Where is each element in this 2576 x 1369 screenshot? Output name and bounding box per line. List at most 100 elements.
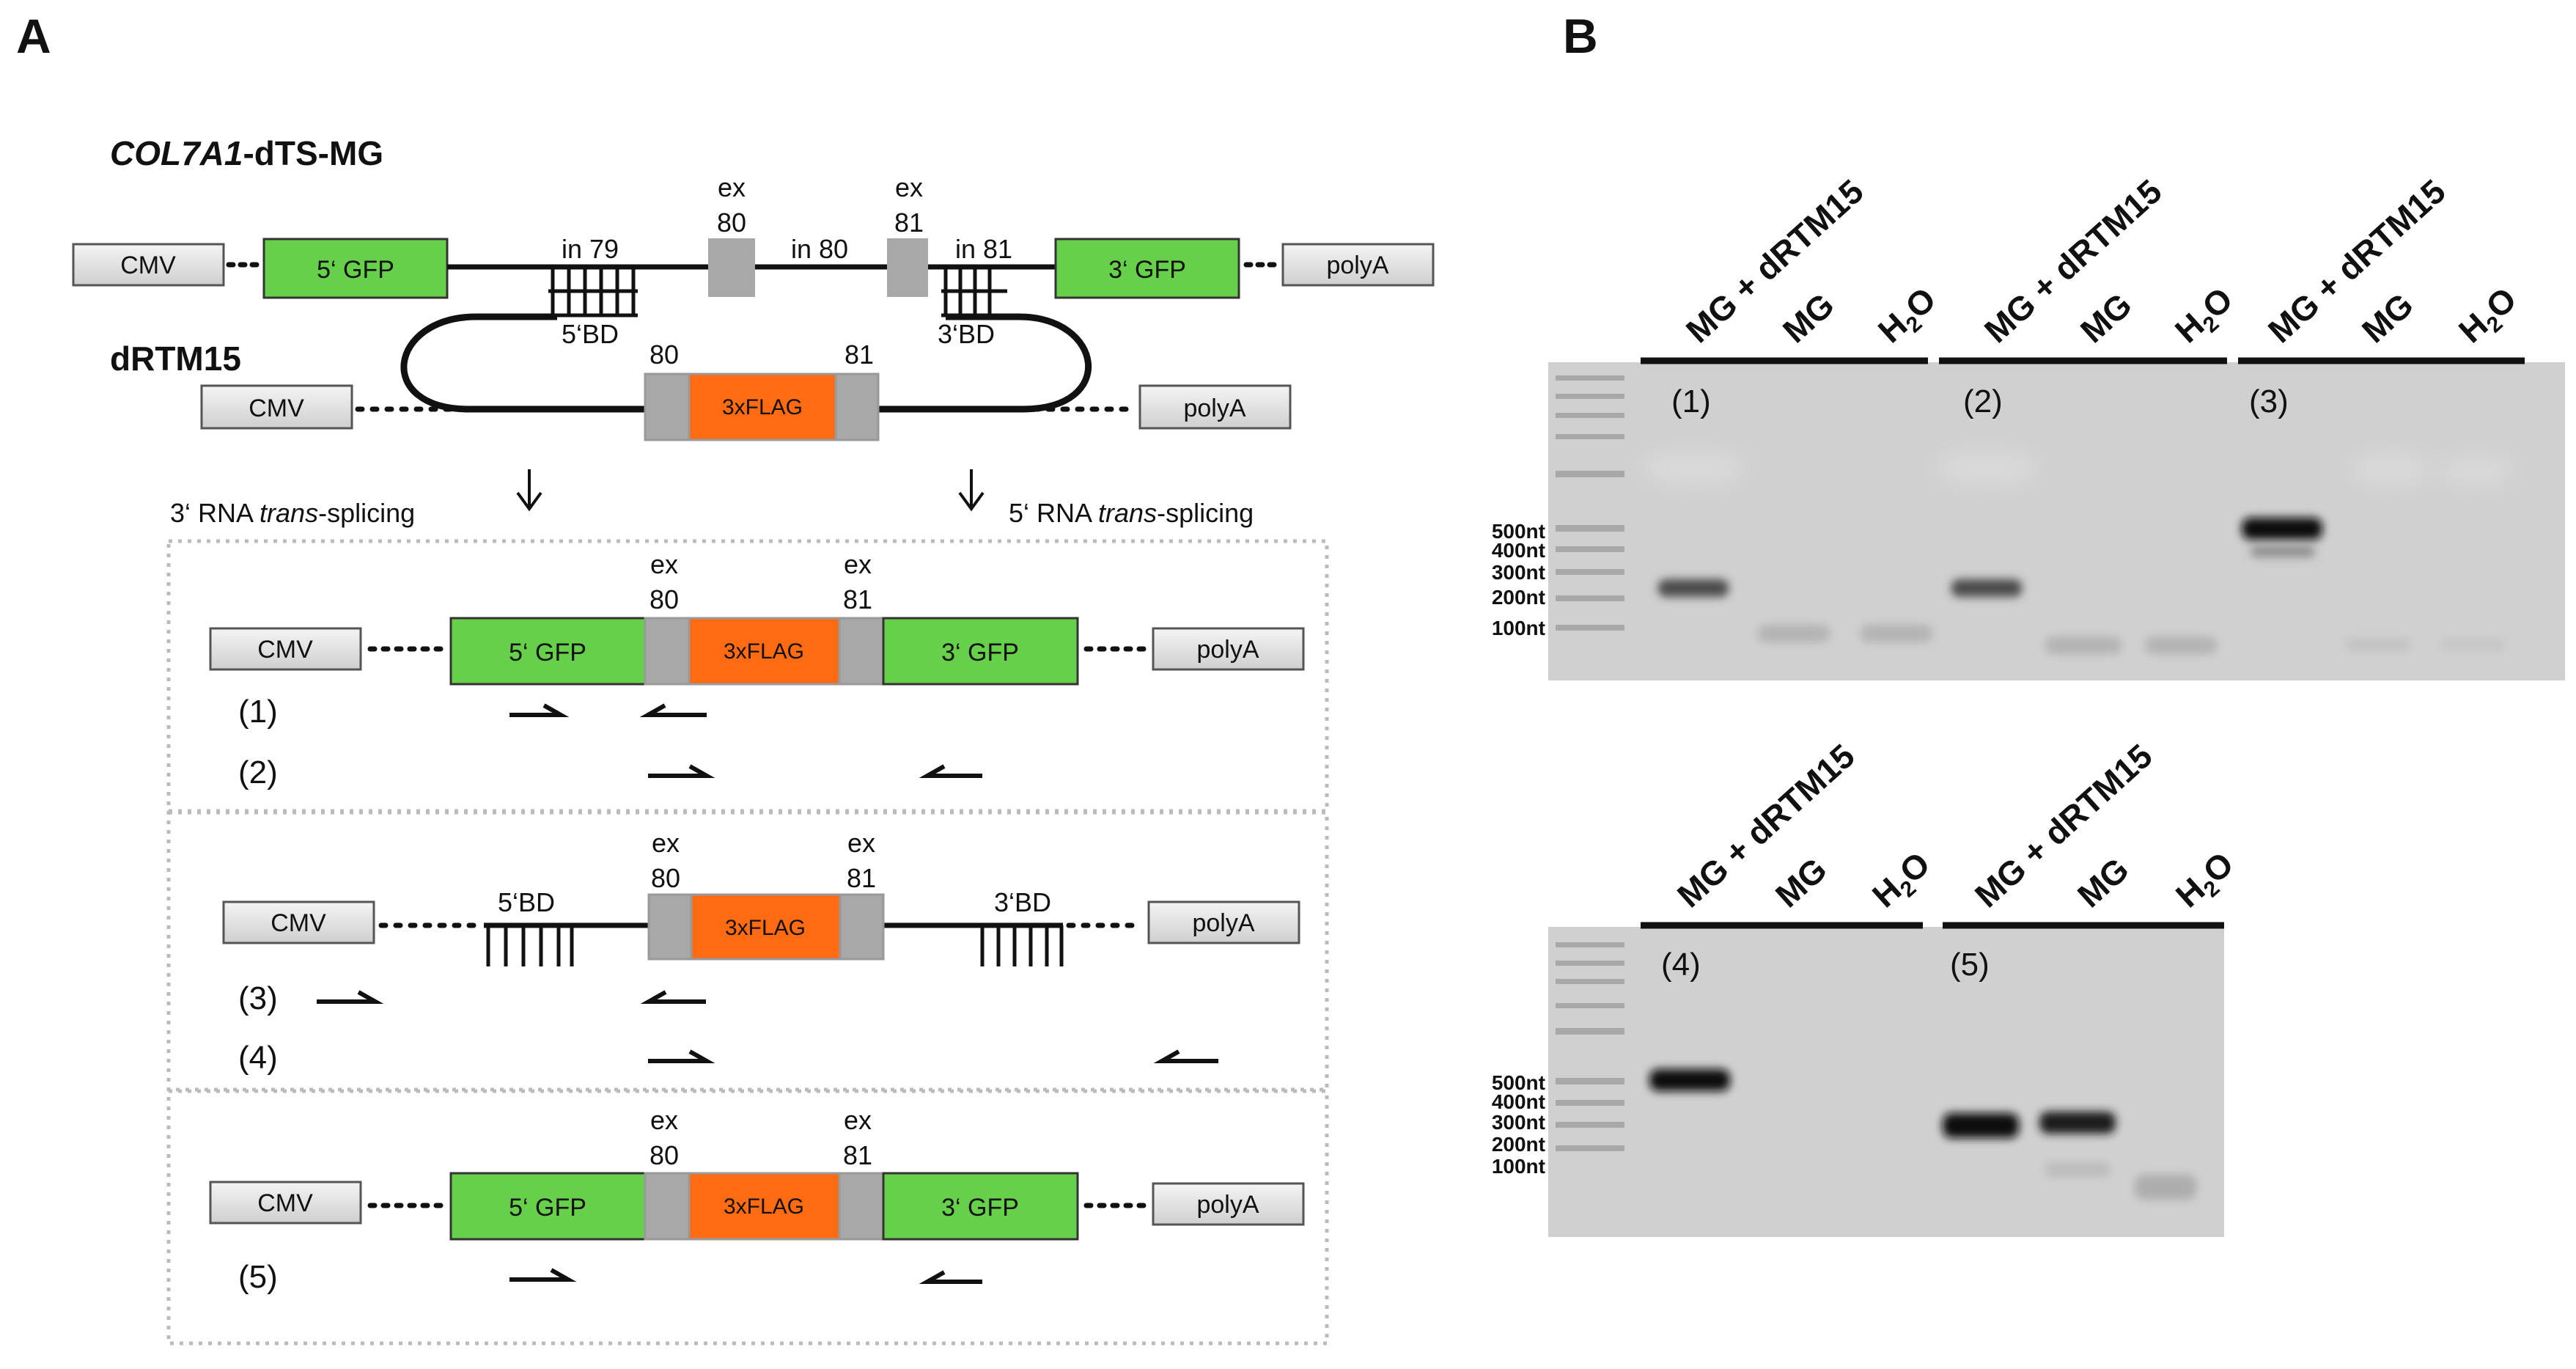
- gel-band-lane6-dimer: [2135, 1175, 2196, 1200]
- cmv-label: CMV: [271, 909, 326, 937]
- bd5-label: 5‘BD: [562, 319, 619, 349]
- polya-box: [1152, 627, 1305, 671]
- product-frames: [166, 539, 1329, 1346]
- exon80-box: [644, 1172, 691, 1241]
- gfp3-label: 3‘ GFP: [941, 639, 1019, 667]
- lane-label-mix: MG + dRTM15: [1679, 172, 1871, 350]
- splicing-left-label: 3‘ RNA trans-splicing: [170, 498, 415, 528]
- primer-dimer-bands: [1758, 625, 2506, 654]
- flag-box: [688, 617, 841, 686]
- primer-reverse: [1153, 1049, 1218, 1063]
- svg-text:200nt: 200nt: [1492, 1133, 1545, 1156]
- gel-top-image: [1548, 362, 2565, 680]
- down-arrow: [958, 469, 985, 512]
- rtm-exon80-number: 80: [649, 340, 679, 370]
- polya-box: [1281, 243, 1435, 287]
- primer-reverse: [640, 990, 706, 1004]
- polya-box: [1147, 900, 1300, 944]
- svg-text:300nt: 300nt: [1492, 1111, 1545, 1134]
- ex-label: ex: [650, 1105, 678, 1135]
- exon81-box: [838, 1172, 885, 1241]
- gel-bottom: (4) (5) 500nt 400nt 300nt 200nt 100nt MG…: [1492, 736, 2244, 1237]
- flag-label: 3xFLAG: [725, 916, 806, 940]
- rtm-loop: [400, 313, 557, 413]
- product-row-1: CMV 5‘ GFP 3xFLAG 3‘ GFP polyA ex 80 ex …: [209, 549, 1305, 790]
- intron79-label: in 79: [562, 234, 619, 264]
- lane-label-h2o: H2O: [1871, 279, 1946, 353]
- primer-pair-label-1: (1): [238, 694, 278, 730]
- ex-label: ex: [844, 1105, 872, 1135]
- exon81-number: 81: [847, 863, 876, 893]
- rtm-loop: [946, 313, 1092, 413]
- binding-domain-3: [980, 925, 1064, 966]
- ladder-bottom: [1556, 942, 1624, 1151]
- lane-label-mix: MG + dRTM15: [1968, 736, 2160, 914]
- svg-text:500nt: 500nt: [1492, 1071, 1545, 1094]
- intron81-label: in 81: [955, 234, 1012, 264]
- product-row-2: CMV 5‘BD 3‘BD 3xFLAG ex 80 ex 81 polyA (…: [222, 828, 1300, 1076]
- primer-pair-label-3: (3): [238, 980, 278, 1016]
- construct-title-gene: COL7A1: [110, 134, 243, 172]
- exon80-box: [644, 617, 691, 686]
- primer-forward: [317, 990, 384, 1004]
- primer-reverse: [919, 1270, 982, 1284]
- product-row-3: CMV 5‘ GFP 3xFLAG 3‘ GFP polyA ex 80 ex …: [209, 1105, 1305, 1295]
- rtm-exon81-number: 81: [844, 340, 874, 370]
- construct-title: COL7A1-dTS-MG: [110, 134, 383, 172]
- gel-band-lane1-product: [1649, 1069, 1730, 1091]
- size-markers-bottom: 500nt 400nt 300nt 200nt 100nt: [1492, 1071, 1545, 1178]
- gfp5-label: 5‘ GFP: [509, 639, 586, 667]
- construct-row: CMV 5‘ GFP 3‘ GFP polyA in 79 in 80 in 8…: [72, 172, 1435, 349]
- primer-forward: [648, 764, 715, 778]
- rtm-row: CMV 3xFLAG 80 81 polyA: [200, 313, 1292, 441]
- splicing-right-label: 5‘ RNA trans-splicing: [1009, 498, 1254, 528]
- primer-pair-label-5: (5): [238, 1259, 278, 1295]
- svg-text:200nt: 200nt: [1492, 586, 1545, 609]
- gfp5-label: 5‘ GFP: [509, 1194, 586, 1222]
- svg-text:300nt: 300nt: [1492, 561, 1545, 584]
- lane-label-h2o: H2O: [2451, 279, 2527, 353]
- gel-band-lane5-product: [2039, 1112, 2116, 1134]
- lane-label-mg: MG: [2073, 285, 2139, 350]
- primer-forward: [648, 1049, 715, 1063]
- svg-text:400nt: 400nt: [1492, 539, 1545, 562]
- primer-reverse: [639, 703, 707, 717]
- primer-pair-label-2: (2): [238, 755, 278, 790]
- ex-label: ex: [847, 828, 875, 858]
- flag-box: [690, 893, 842, 961]
- lane-label-h2o: H2O: [1865, 844, 1940, 918]
- gel-band-lane1-product: [1658, 579, 1729, 597]
- lane-label-mg: MG: [2070, 850, 2136, 914]
- rtm-cmv-box: [200, 384, 353, 430]
- exon80-box: [708, 238, 755, 297]
- rtm-flag-label: 3xFLAG: [722, 395, 803, 419]
- construct-title-suffix: -dTS-MG: [243, 134, 383, 172]
- cmv-box: [72, 243, 225, 287]
- gel-band-lane5-faint: [2045, 1162, 2110, 1177]
- svg-text:100nt: 100nt: [1492, 1155, 1545, 1178]
- gel-band-lane4-product: [1951, 579, 2022, 597]
- polya-label: polyA: [1196, 1191, 1259, 1219]
- size-markers-top: 500nt 400nt 300nt 200nt 100nt: [1492, 520, 1545, 639]
- exon80-ex-label: ex: [718, 172, 746, 202]
- gfp5-label: 5‘ GFP: [317, 256, 394, 284]
- primer-pair-label-4: (4): [238, 1040, 278, 1076]
- bd5-label: 5‘BD: [498, 887, 555, 917]
- primer-forward: [509, 703, 570, 717]
- lane-label-mg: MG: [1775, 285, 1841, 350]
- exon80-number: 80: [651, 863, 680, 893]
- gfp3-label: 3‘ GFP: [941, 1194, 1019, 1222]
- gfp5-box: [262, 238, 449, 299]
- lane-label-mix: MG + dRTM15: [1670, 736, 1862, 914]
- panel-label-a: A: [16, 9, 51, 63]
- lane-label-h2o: H2O: [2168, 844, 2244, 918]
- flag-label: 3xFLAG: [724, 639, 804, 664]
- gel-band-lane4-product: [1943, 1113, 2019, 1138]
- ex-label: ex: [844, 549, 872, 579]
- ex-label: ex: [650, 549, 678, 579]
- intron80-label: in 80: [791, 234, 848, 264]
- gfp3-box: [1054, 238, 1240, 299]
- gel-label-1: (1): [1671, 383, 1711, 419]
- binding-domain-5: [486, 925, 574, 966]
